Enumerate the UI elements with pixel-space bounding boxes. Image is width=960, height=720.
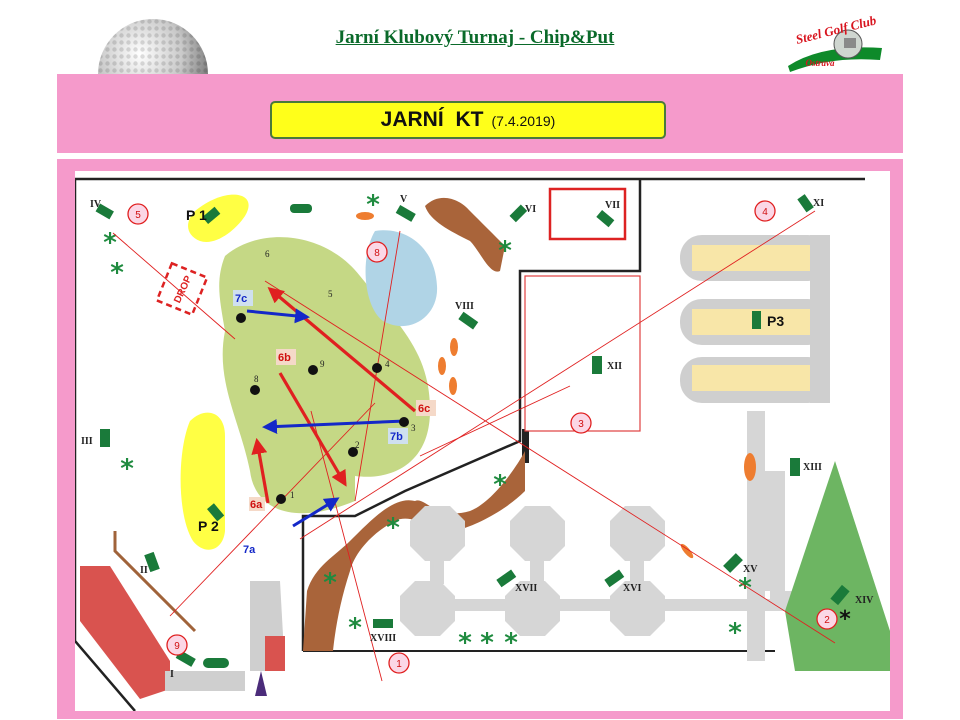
hole-label: II xyxy=(140,565,148,576)
entrance-arrow-icon xyxy=(255,671,267,696)
hole-label: XI xyxy=(813,198,824,209)
shot-label-7b: 7b xyxy=(390,431,403,443)
club-logo: Steel Golf Club Ostrava xyxy=(782,4,892,77)
drop-zone xyxy=(155,261,209,317)
start-marker-1: 1 xyxy=(396,659,402,670)
svg-text:*: * xyxy=(366,190,380,220)
svg-text:*: * xyxy=(480,628,494,658)
hole-label: I xyxy=(170,669,174,680)
parking-p3-label: P3 xyxy=(767,313,784,329)
parking-p2-label: P 2 xyxy=(198,518,219,534)
svg-text:*: * xyxy=(493,470,507,500)
hole-label: III xyxy=(81,436,93,447)
svg-text:9: 9 xyxy=(320,359,325,369)
hole-vii-box xyxy=(548,187,627,241)
svg-text:1: 1 xyxy=(290,490,295,500)
hole-label: XVII xyxy=(515,583,537,594)
hole-label: XV xyxy=(743,564,758,575)
shot-label-7c: 7c xyxy=(235,293,247,305)
svg-text:*: * xyxy=(498,236,512,266)
svg-text:*: * xyxy=(839,607,851,632)
start-marker-3: 3 xyxy=(578,419,584,430)
hole-label: IV xyxy=(90,199,102,210)
logo-city: Ostrava xyxy=(806,58,835,68)
svg-text:*: * xyxy=(386,513,400,543)
svg-text:*: * xyxy=(120,454,134,484)
course-map: DROP *** *** *** *** ** * xyxy=(75,171,890,711)
hole-label: XIV xyxy=(855,595,874,606)
shot-label-6c: 6c xyxy=(418,403,430,415)
svg-text:*: * xyxy=(738,573,752,603)
event-name: JARNÍ KT xyxy=(380,108,484,131)
hole-label: XVIII xyxy=(370,633,396,644)
hole-label: XII xyxy=(607,361,622,372)
svg-text:*: * xyxy=(458,628,472,658)
start-marker-2: 2 xyxy=(824,615,830,626)
svg-text:*: * xyxy=(323,568,337,598)
svg-text:*: * xyxy=(504,628,518,658)
event-banner: JARNÍ KT (7.4.2019) xyxy=(270,101,666,139)
svg-text:3: 3 xyxy=(411,423,416,433)
svg-text:*: * xyxy=(348,613,362,643)
shot-label-6b: 6b xyxy=(278,352,291,364)
hole-labels: I II III IV V VI VII VIII XI XII XIII XI… xyxy=(81,194,874,680)
hole-label: XVI xyxy=(623,583,641,594)
start-marker-4: 4 xyxy=(762,207,768,218)
svg-text:8: 8 xyxy=(254,374,259,384)
svg-text:*: * xyxy=(728,618,742,648)
svg-text:*: * xyxy=(103,228,117,258)
hole-label: XIII xyxy=(803,462,822,473)
hole-label: VII xyxy=(605,200,620,211)
page-title: Jarní Klubový Turnaj - Chip&Put xyxy=(335,27,615,48)
svg-text:*: * xyxy=(110,258,124,288)
svg-text:5: 5 xyxy=(328,289,333,299)
svg-text:6: 6 xyxy=(265,249,270,259)
event-date: (7.4.2019) xyxy=(491,113,556,129)
start-marker-9: 9 xyxy=(174,641,180,652)
svg-text:2: 2 xyxy=(355,440,360,450)
hole-label: VI xyxy=(525,204,536,215)
svg-text:4: 4 xyxy=(385,359,390,369)
hole-label: VIII xyxy=(455,301,474,312)
path-north xyxy=(425,197,505,272)
bunker-p1 xyxy=(188,194,249,242)
parking-p1-label: P 1 xyxy=(186,207,207,223)
shot-label-6a: 6a xyxy=(250,499,263,511)
start-marker-8: 8 xyxy=(374,248,380,259)
start-markers: 1 2 3 4 5 8 9 xyxy=(127,200,838,674)
hole-label: V xyxy=(400,194,408,205)
start-marker-5: 5 xyxy=(135,210,141,221)
green-hole-numbers: 1 2 3 4 5 6 8 9 xyxy=(254,249,416,500)
shot-label-7a: 7a xyxy=(243,544,256,556)
